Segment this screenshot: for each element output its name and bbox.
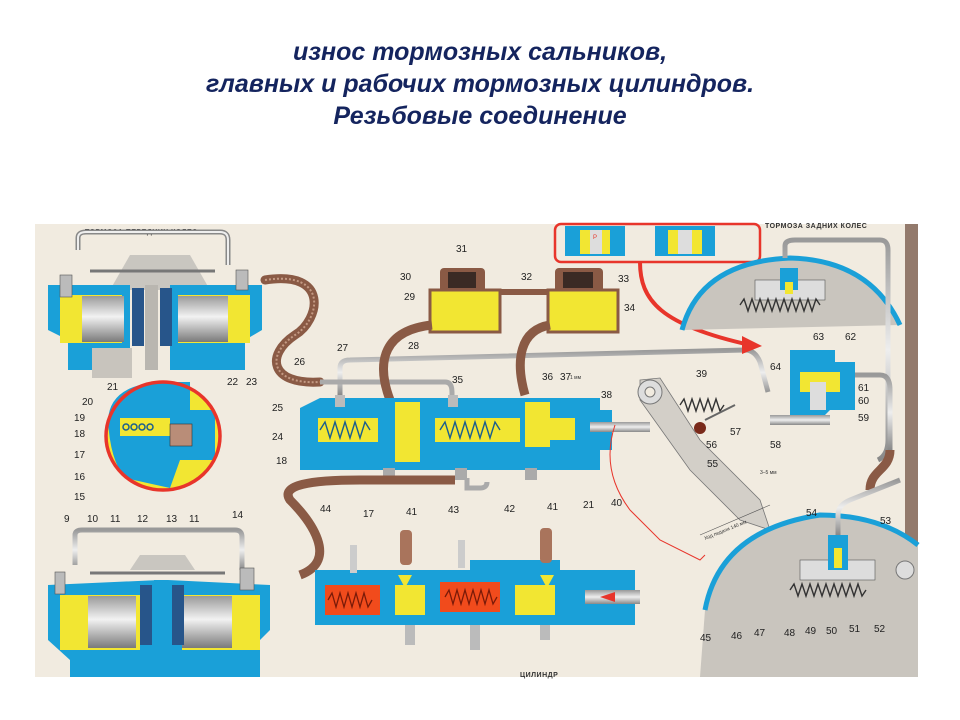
- part-label: 52: [874, 624, 886, 635]
- part-label: 51: [849, 624, 861, 635]
- part-label: 27: [337, 343, 349, 354]
- part-label: 61: [858, 383, 870, 394]
- part-label: 9: [64, 514, 70, 525]
- part-label: 21: [107, 382, 119, 393]
- pedal-gap-note: 3–5 мм: [760, 470, 777, 476]
- gap-note: 1 мм: [570, 375, 582, 381]
- part-label: 53: [880, 516, 892, 527]
- fluid-reservoirs: [379, 268, 620, 402]
- part-label: 60: [858, 396, 870, 407]
- caption-cylinder: ЦИЛИНДР: [520, 672, 558, 679]
- inset-valve-detail: Р: [553, 222, 762, 354]
- part-label: 20: [82, 397, 94, 408]
- part-label: 28: [408, 341, 420, 352]
- part-label: 24: [272, 432, 284, 443]
- pressure-regulator: [770, 350, 895, 491]
- magnified-seal-detail: [104, 380, 222, 492]
- part-label: 63: [813, 332, 825, 343]
- master-cylinder-upper: [300, 395, 650, 491]
- title-line-3: Резьбовые соединение: [333, 102, 627, 130]
- brake-hose-44: [283, 475, 455, 580]
- part-label: 17: [74, 450, 86, 461]
- part-label: 42: [504, 504, 516, 515]
- rear-drum-top: [679, 237, 903, 463]
- part-label: 49: [805, 626, 817, 637]
- part-label: 22: [227, 377, 239, 388]
- part-label: 11: [110, 514, 121, 525]
- part-label: 37: [560, 372, 572, 383]
- part-label: 38: [601, 390, 613, 401]
- part-label: 32: [521, 272, 533, 283]
- part-label: 17: [363, 509, 375, 520]
- part-label: 23: [246, 377, 258, 388]
- part-label: 64: [770, 362, 782, 373]
- part-label: 11: [189, 514, 200, 525]
- part-label: 21: [583, 500, 595, 511]
- part-label: 12: [137, 514, 149, 525]
- part-label: 18: [276, 456, 288, 467]
- part-label: 16: [74, 472, 86, 483]
- part-label: 19: [74, 413, 86, 424]
- part-label: 39: [696, 369, 708, 380]
- part-label: 14: [232, 510, 244, 521]
- part-label: 36: [542, 372, 554, 383]
- part-label: 35: [452, 375, 464, 386]
- part-label: 40: [611, 498, 623, 509]
- front-caliper-bottom: [48, 527, 270, 677]
- part-label: 43: [448, 505, 460, 516]
- part-label: 26: [294, 357, 306, 368]
- heading-rear-brakes: ТОРМОЗА ЗАДНИХ КОЛЕС: [765, 223, 867, 230]
- part-label: 18: [74, 429, 86, 440]
- part-label: 15: [74, 492, 86, 503]
- brake-pipe-main: [337, 347, 771, 395]
- part-label: 48: [784, 628, 796, 639]
- part-label: 50: [826, 626, 838, 637]
- inset-letter: Р: [593, 235, 597, 241]
- part-label: 47: [754, 628, 766, 639]
- rear-drum-bottom: [700, 477, 920, 677]
- part-label: 25: [272, 403, 284, 414]
- part-label: 41: [547, 502, 559, 513]
- part-label: 62: [845, 332, 857, 343]
- part-label: 54: [806, 508, 818, 519]
- title-line-2: главных и рабочих тормозных цилиндров.: [205, 70, 755, 98]
- part-label: 31: [456, 244, 468, 255]
- part-label: 44: [320, 504, 332, 515]
- part-label: 41: [406, 507, 418, 518]
- part-label: 57: [730, 427, 742, 438]
- title-line-1: износ тормозных сальников,: [292, 38, 668, 66]
- part-label: 13: [166, 514, 178, 525]
- part-label: 33: [618, 274, 630, 285]
- part-label: 34: [624, 303, 636, 314]
- front-caliper-top: [48, 229, 262, 378]
- part-label: 55: [707, 459, 719, 470]
- part-label: 30: [400, 272, 412, 283]
- part-label: 10: [87, 514, 99, 525]
- part-label: 58: [770, 440, 782, 451]
- slide-title: износ тормозных сальников, главных и раб…: [0, 36, 960, 132]
- part-label: 29: [404, 292, 416, 303]
- master-cylinder-lower: [315, 528, 640, 650]
- part-label: 45: [700, 633, 712, 644]
- part-number-labels: 31 30 32 33 29 34 26 27 28 35 36 37 38 3…: [64, 244, 892, 644]
- part-label: 46: [731, 631, 743, 642]
- part-label: 56: [706, 440, 718, 451]
- part-label: 59: [858, 413, 870, 424]
